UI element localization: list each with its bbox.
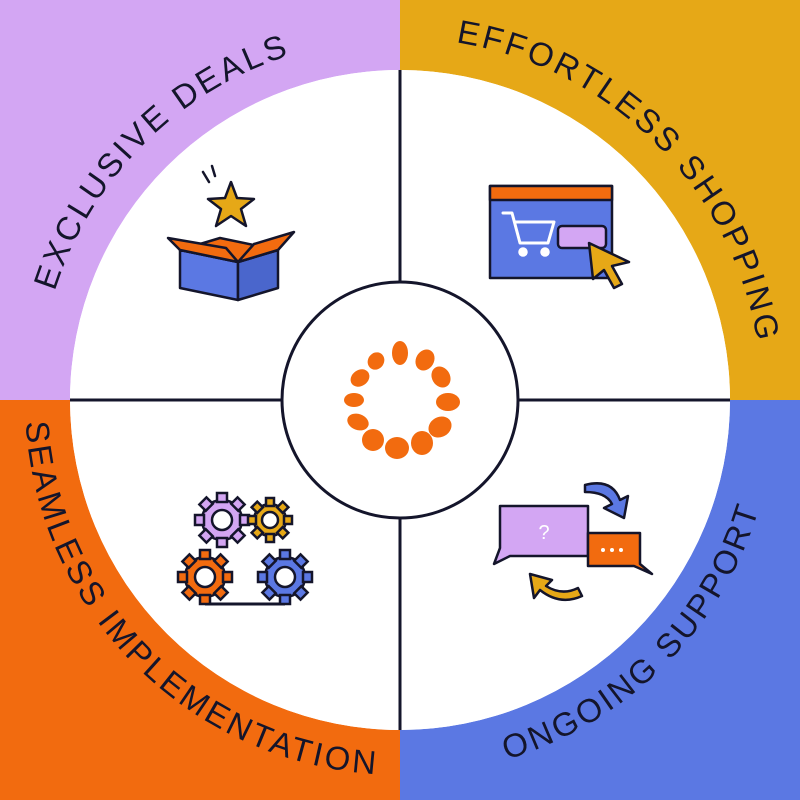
band-ongoing-support <box>400 400 800 800</box>
svg-text:?: ? <box>538 522 549 544</box>
gears-icon <box>176 491 314 606</box>
band-seamless-implementation <box>0 400 400 800</box>
chat-bubbles-icon: ? <box>492 482 654 602</box>
band-effortless-shopping <box>400 0 800 400</box>
band-exclusive-deals <box>0 0 400 400</box>
gift-box-star-icon <box>166 164 296 302</box>
shopping-cart-browser-icon <box>488 184 631 290</box>
dot-ring-logo-icon <box>344 341 460 459</box>
center-circle <box>280 280 520 520</box>
